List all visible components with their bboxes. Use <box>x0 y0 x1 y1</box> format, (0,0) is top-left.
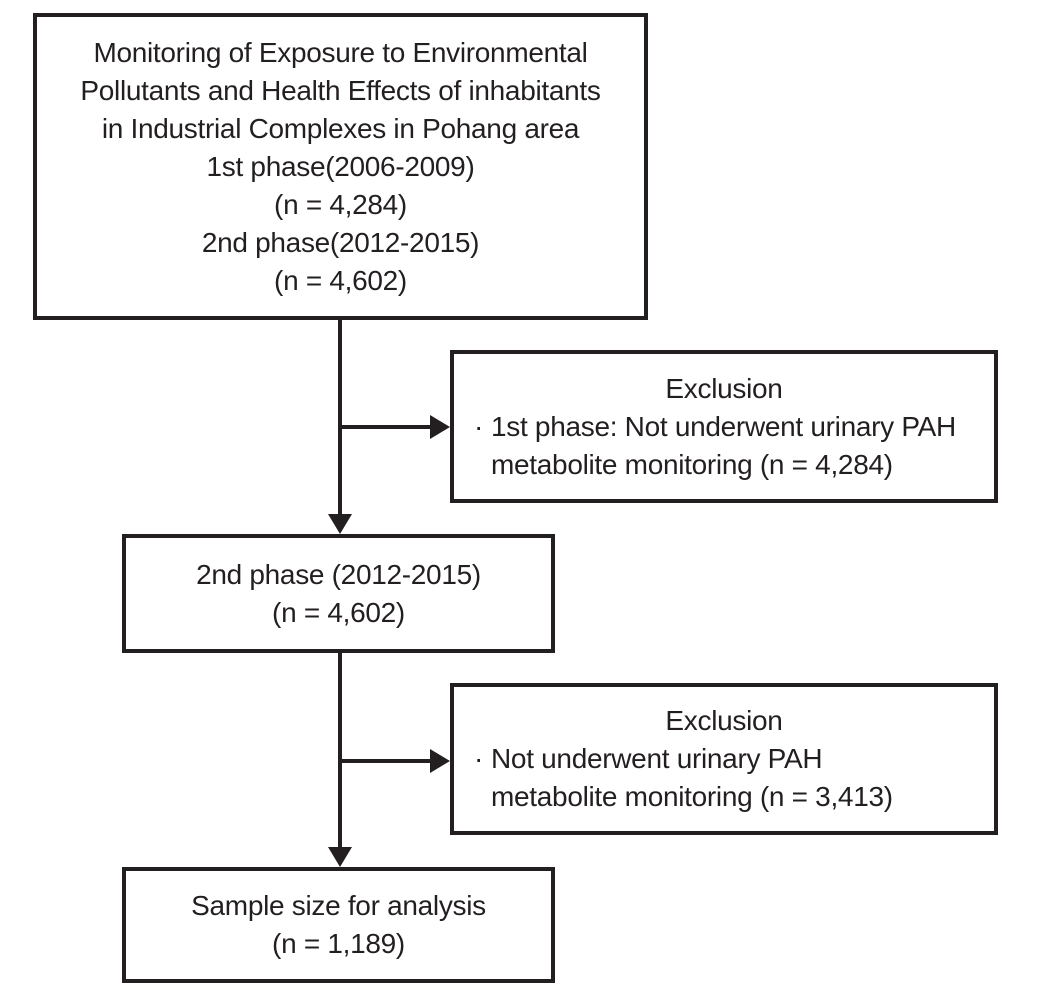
source-line-7: (n = 4,602) <box>274 264 407 296</box>
box-final-sample: Sample size for analysis (n = 1,189) <box>122 867 555 983</box>
arrowhead-down-icon <box>328 847 352 867</box>
source-line-2: Pollutants and Health Effects of inhabit… <box>80 74 601 106</box>
exclusion-2-title: Exclusion <box>665 705 783 736</box>
source-line-5: (n = 4,284) <box>274 188 407 220</box>
arrowhead-right-icon <box>430 415 450 439</box>
source-line-3: in Industrial Complexes in Pohang area <box>101 112 580 144</box>
connector-horizontal-2 <box>338 759 432 763</box>
exclusion-2-line-2: metabolite monitoring (n = 3,413) <box>491 781 893 812</box>
exclusion-box-2: Exclusion · Not underwent urinary PAH me… <box>450 683 998 835</box>
final-line-1: Sample size for analysis <box>191 890 486 921</box>
exclusion-1-line-2: metabolite monitoring (n = 4,284) <box>491 448 893 480</box>
exclusion-box-1: Exclusion · 1st phase: Not underwent uri… <box>450 350 998 503</box>
source-line-4: 1st phase(2006-2009) <box>206 150 475 182</box>
box-phase2: 2nd phase (2012-2015) (n = 4,602) <box>122 534 555 653</box>
arrowhead-down-icon <box>328 514 352 534</box>
bullet-dot-icon: · <box>474 743 484 774</box>
exclusion-1-item: · 1st phase: Not underwent urinary PAH m… <box>454 408 994 484</box>
exclusion-2-line-1: Not underwent urinary PAH <box>491 743 823 774</box>
source-line-1: Monitoring of Exposure to Environmental <box>93 36 588 68</box>
box-study-source: Monitoring of Exposure to Environmental … <box>33 13 648 320</box>
source-line-6: 2nd phase(2012-2015) <box>201 226 480 258</box>
connector-vertical-1 <box>338 318 342 516</box>
connector-horizontal-1 <box>338 425 432 429</box>
exclusion-1-item-text: 1st phase: Not underwent urinary PAH met… <box>491 408 980 484</box>
connector-vertical-2 <box>338 651 342 849</box>
final-line-2: (n = 1,189) <box>272 928 405 959</box>
bullet-dot-icon: · <box>474 410 484 442</box>
phase2-line-2: (n = 4,602) <box>272 596 405 628</box>
exclusion-2-item: · Not underwent urinary PAH metabolite m… <box>454 740 994 816</box>
exclusion-2-item-text: Not underwent urinary PAH metabolite mon… <box>491 740 980 816</box>
arrowhead-right-icon <box>430 749 450 773</box>
exclusion-1-line-1: 1st phase: Not underwent urinary PAH <box>491 410 956 442</box>
phase2-line-1: 2nd phase (2012-2015) <box>196 558 481 590</box>
exclusion-1-title: Exclusion <box>665 372 783 404</box>
